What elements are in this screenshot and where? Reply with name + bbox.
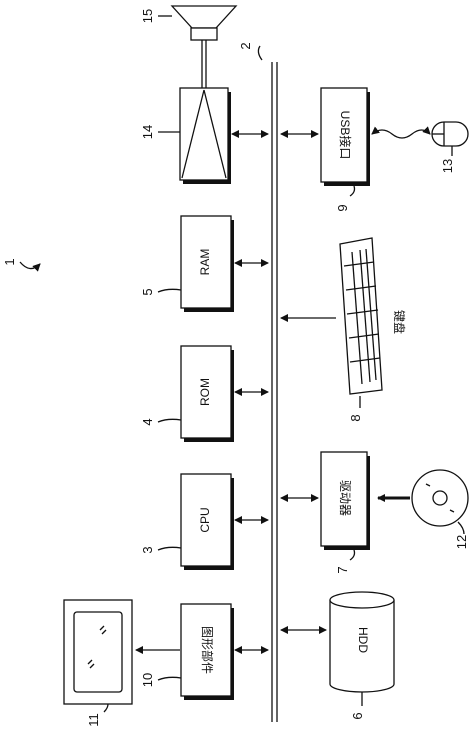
sound-unit-ref-label: 14: [140, 125, 155, 139]
bus-leader-line: [257, 45, 263, 61]
monitor-icon: [63, 599, 133, 705]
ram-block: [180, 215, 234, 312]
usb-mouse-cable: [371, 126, 431, 139]
rom-leader-line: [157, 418, 182, 423]
sound-unit-block: [179, 87, 231, 184]
disc-ref-label: 12: [454, 535, 469, 549]
usb-ref-label: 9: [335, 204, 350, 211]
drive-label: 驱动器: [338, 480, 352, 516]
drive-block: [320, 451, 370, 550]
disc-leader-line: [457, 521, 465, 535]
keyboard-ref-label: 8: [348, 414, 363, 421]
system-bus: [271, 62, 278, 722]
hdd-label: HDD: [356, 627, 370, 653]
usb-leader-line: [349, 185, 356, 197]
usb-interface-block: [320, 87, 370, 186]
ram-ref-label: 5: [140, 288, 155, 295]
graphics-label: 图形部件: [200, 626, 215, 674]
drive-leader-line: [349, 549, 356, 561]
speaker-icon: [170, 5, 238, 88]
drive-ref-label: 7: [335, 566, 350, 573]
keyboard-label: 键盘: [392, 310, 407, 334]
monitor-leader-line: [103, 703, 109, 713]
graphics-leader-line: [157, 676, 182, 681]
rom-block: [180, 345, 234, 442]
cpu-ref-label: 3: [140, 546, 155, 553]
system-ref-label: 1: [2, 258, 17, 265]
rom-label: ROM: [198, 378, 212, 406]
cpu-block: [180, 473, 234, 570]
mouse-icon: [431, 121, 469, 147]
rom-ref-label: 4: [140, 418, 155, 425]
hdd-cylinder: [329, 591, 395, 693]
graphics-block: [180, 603, 234, 700]
cpu-leader-line: [157, 546, 182, 551]
usb-interface-label: USB接口: [338, 111, 353, 160]
cpu-label: CPU: [198, 507, 212, 532]
graphics-ref-label: 10: [140, 673, 155, 687]
keyboard-icon: [339, 237, 383, 395]
monitor-ref-label: 11: [86, 713, 101, 727]
bus-ref-label: 2: [238, 42, 253, 49]
system-ref-arrow: [19, 261, 41, 272]
speaker-ref-label: 15: [140, 9, 155, 23]
ram-leader-line: [157, 288, 182, 293]
hdd-ref-label: 6: [350, 712, 365, 719]
disc-icon: [411, 469, 469, 527]
ram-label: RAM: [198, 249, 212, 276]
mouse-ref-label: 13: [440, 159, 455, 173]
